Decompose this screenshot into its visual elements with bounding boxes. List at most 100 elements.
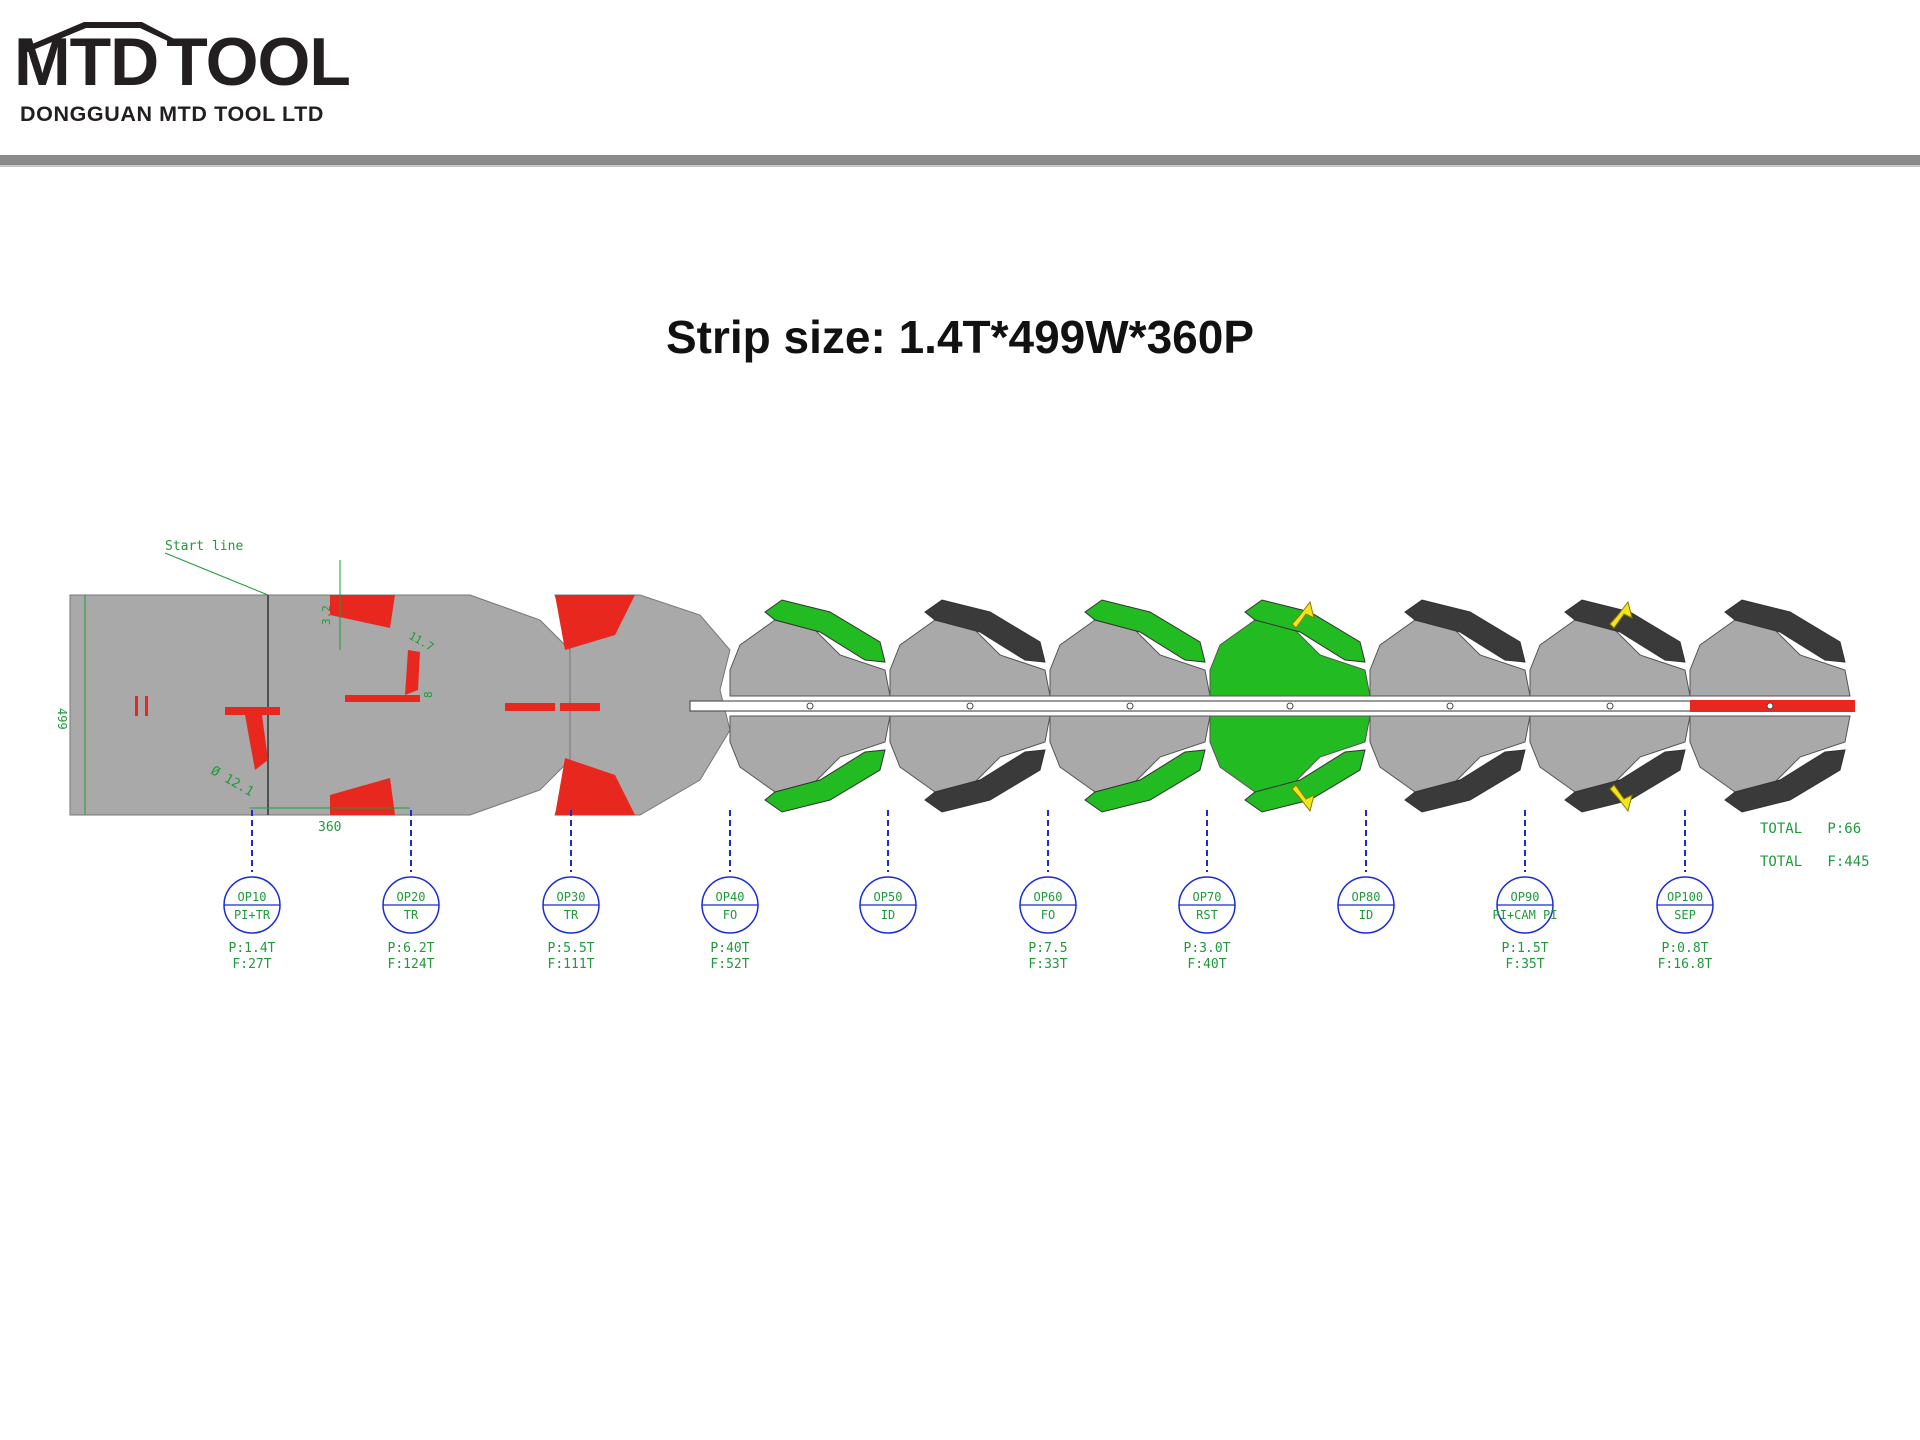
pilot-hole bbox=[1766, 702, 1774, 710]
company-name: DONGGUAN MTD TOOL LTD bbox=[20, 102, 325, 126]
arrow-icon bbox=[1291, 600, 1315, 629]
cut-slot bbox=[560, 703, 600, 711]
station-op-label: OP20 bbox=[397, 890, 426, 904]
cut-slot bbox=[505, 703, 555, 711]
part-lower-flange bbox=[1084, 749, 1206, 813]
part-upper-flange bbox=[1724, 599, 1846, 663]
part-lower-flange bbox=[764, 749, 886, 813]
station-pressure: P:40T bbox=[710, 941, 749, 956]
total-pressure: TOTAL P:66 bbox=[1760, 821, 1861, 837]
station-force: F:27T bbox=[232, 957, 271, 972]
station-pressure: P:0.8T bbox=[1662, 941, 1709, 956]
arrow-icon bbox=[1291, 784, 1315, 813]
part-upper-half bbox=[1209, 619, 1371, 697]
pitch-dimension: 360 bbox=[318, 820, 341, 835]
pilot-hole bbox=[1606, 702, 1614, 710]
strip-size-title: Strip size: 1.4T*499W*360P bbox=[665, 311, 1255, 363]
station-process-label: FO bbox=[723, 908, 737, 922]
formed-part bbox=[729, 599, 891, 813]
part-lower-flange bbox=[924, 749, 1046, 813]
station-callouts: OP10PI+TRP:1.4TF:27TOP20TRP:6.2TF:124TOP… bbox=[223, 810, 1714, 972]
formed-part bbox=[1369, 599, 1531, 813]
cut-slot bbox=[245, 715, 268, 770]
station-force: F:33T bbox=[1028, 957, 1067, 972]
station-op-label: OP10 bbox=[238, 890, 267, 904]
logo-name: TOOL bbox=[166, 24, 351, 100]
formed-part bbox=[1689, 599, 1851, 813]
part-upper-flange bbox=[924, 599, 1046, 663]
station-process-label: ID bbox=[881, 908, 895, 922]
station-pressure: P:1.5T bbox=[1502, 941, 1549, 956]
station-op-label: OP100 bbox=[1667, 890, 1703, 904]
cut-area bbox=[330, 595, 395, 628]
cam-arrows bbox=[1291, 600, 1633, 813]
formed-part bbox=[1049, 599, 1211, 813]
part-upper-flange bbox=[1404, 599, 1526, 663]
pilot-hole bbox=[806, 702, 814, 710]
pilot-hole bbox=[1446, 702, 1454, 710]
station-process-label: FO bbox=[1041, 908, 1055, 922]
station-force: F:35T bbox=[1505, 957, 1544, 972]
cut-area bbox=[555, 758, 635, 815]
logo-roof-icon bbox=[18, 22, 184, 52]
formed-parts bbox=[729, 599, 1851, 813]
cut-area bbox=[555, 595, 635, 650]
part-lower-flange bbox=[1244, 749, 1366, 813]
station-process-label: PI+CAM PI bbox=[1492, 908, 1557, 922]
cut-slot bbox=[405, 650, 420, 695]
formed-part bbox=[889, 599, 1051, 813]
station-op-label: OP90 bbox=[1511, 890, 1540, 904]
station-op-label: OP80 bbox=[1352, 890, 1381, 904]
carrier-web bbox=[689, 700, 1851, 712]
pilot-hole bbox=[1126, 702, 1134, 710]
station-op-label: OP30 bbox=[557, 890, 586, 904]
arrow-icon bbox=[1609, 600, 1633, 629]
station-pressure: P:1.4T bbox=[229, 941, 276, 956]
station-force: F:52T bbox=[710, 957, 749, 972]
part-lower-flange bbox=[1404, 749, 1526, 813]
width-dimension: 499 bbox=[55, 708, 69, 730]
station-process-label: PI+TR bbox=[234, 908, 271, 922]
station-force: F:16.8T bbox=[1658, 957, 1713, 972]
pilot-hole bbox=[966, 702, 974, 710]
part-upper-half bbox=[1529, 619, 1691, 697]
station-process-label: TR bbox=[404, 908, 419, 922]
formed-part bbox=[1209, 599, 1371, 813]
part-upper-flange bbox=[1244, 599, 1366, 663]
station-force: F:111T bbox=[548, 957, 595, 972]
station-process-label: RST bbox=[1196, 908, 1218, 922]
cut-areas bbox=[135, 595, 1855, 815]
start-line-label: Start line bbox=[165, 539, 243, 554]
part-upper-half bbox=[889, 619, 1051, 697]
part-upper-flange bbox=[1084, 599, 1206, 663]
strip-layout-drawing: 499 360 Start line 3.2 11.7 8 Ø 12.1 OP1… bbox=[55, 539, 1870, 972]
logo-mark: MTD bbox=[14, 24, 159, 100]
station-pressure: P:3.0T bbox=[1184, 941, 1231, 956]
part-upper-flange bbox=[764, 599, 886, 663]
header-divider bbox=[0, 155, 1920, 165]
strip-blank bbox=[69, 594, 269, 816]
cut-slot bbox=[345, 695, 420, 702]
cut-slot bbox=[225, 707, 280, 715]
station-op-label: OP60 bbox=[1034, 890, 1063, 904]
station-op-label: OP40 bbox=[716, 890, 745, 904]
station-pressure: P:5.5T bbox=[548, 941, 595, 956]
dimension-label: 8 bbox=[422, 691, 435, 698]
station-pressure: P:6.2T bbox=[388, 941, 435, 956]
station-op-label: OP70 bbox=[1193, 890, 1222, 904]
part-lower-flange bbox=[1724, 749, 1846, 813]
station-process-label: ID bbox=[1359, 908, 1373, 922]
arrow-icon bbox=[1609, 784, 1633, 813]
cut-area bbox=[330, 778, 395, 815]
station-process-label: SEP bbox=[1674, 908, 1696, 922]
